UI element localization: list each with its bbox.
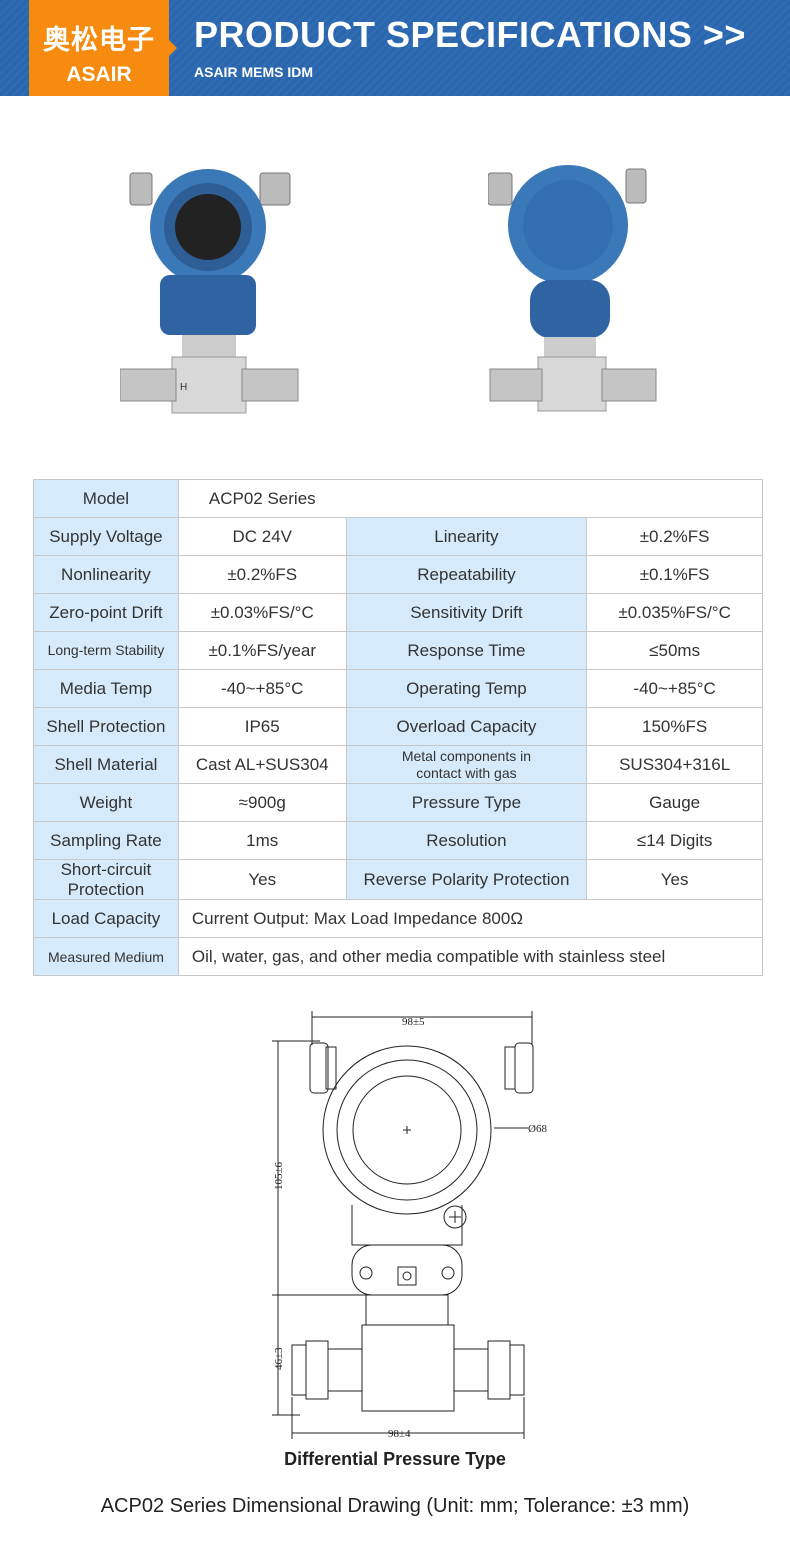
spec-value: IP65: [177, 707, 347, 746]
spec-label: Measured Medium: [33, 937, 179, 977]
spec-value: ±0.03%FS/°C: [177, 593, 347, 632]
dim-width-bottom: 98±4: [388, 1428, 411, 1440]
spec-label: Repeatability: [345, 555, 588, 594]
spec-value: Gauge: [586, 783, 763, 822]
spec-label: Reverse Polarity Protection: [345, 858, 588, 901]
spec-label: Shell Material: [33, 745, 179, 784]
product-photo-front: H: [120, 169, 299, 414]
spec-label: Nonlinearity: [33, 555, 179, 594]
spec-label: Sampling Rate: [33, 821, 179, 860]
spec-label: Shell Protection: [33, 707, 179, 746]
spec-label: Supply Voltage: [33, 517, 179, 556]
spec-value: DC 24V: [177, 517, 347, 556]
spec-value: Cast AL+SUS304: [177, 745, 347, 784]
spec-value: -40~+85°C: [177, 669, 347, 708]
spec-label: Load Capacity: [33, 899, 179, 939]
spec-value: ±0.2%FS: [586, 517, 763, 556]
spec-label: Zero-point Drift: [33, 593, 179, 632]
brand-en: ASAIR: [66, 63, 132, 86]
spec-value: Current Output: Max Load Impedance 800Ω: [177, 899, 764, 939]
brand-logo: 奥松电子 ASAIR: [29, 0, 177, 96]
drawing-caption: ACP02 Series Dimensional Drawing (Unit: …: [100, 1495, 690, 1517]
product-photo-back: [488, 165, 657, 412]
spec-label: Metal components in contact with gas: [345, 745, 588, 784]
table-row: Measured Medium Oil, water, gas, and oth…: [33, 937, 764, 977]
spec-label: Long-term Stability: [33, 631, 179, 670]
spec-label: Linearity: [345, 517, 588, 556]
spec-value: ≤50ms: [586, 631, 763, 670]
spec-value: ±0.1%FS/year: [177, 631, 347, 670]
spec-value: ±0.035%FS/°C: [586, 593, 763, 632]
spec-value: Yes: [586, 858, 763, 901]
brand-cn: 奥松电子: [43, 25, 155, 55]
spec-label: Model: [33, 479, 179, 518]
dim-width-top: 98±5: [402, 1016, 425, 1028]
side-marker-h: H: [180, 382, 187, 393]
spec-value: Oil, water, gas, and other media compati…: [177, 937, 764, 977]
spec-label: Weight: [33, 783, 179, 822]
spec-value: 1ms: [177, 821, 347, 860]
spec-value: -40~+85°C: [586, 669, 763, 708]
spec-value: 150%FS: [586, 707, 763, 746]
spec-value: ±0.2%FS: [177, 555, 347, 594]
spec-label: Sensitivity Drift: [345, 593, 588, 632]
dim-height-bottom: 46±3: [273, 1347, 285, 1370]
spec-value: ≤14 Digits: [586, 821, 763, 860]
spec-label: Overload Capacity: [345, 707, 588, 746]
header-banner: 奥松电子 ASAIR PRODUCT SPECIFICATIONS >> ASA…: [0, 0, 790, 96]
spec-label: Media Temp: [33, 669, 179, 708]
spec-value: Yes: [177, 858, 347, 901]
dim-diameter: Ø68: [528, 1123, 547, 1135]
spec-label: Resolution: [345, 821, 588, 860]
drawing-type-caption: Differential Pressure Type: [284, 1449, 506, 1469]
page-subtitle: ASAIR MEMS IDM: [194, 64, 313, 80]
spec-label: Response Time: [345, 631, 588, 670]
table-row: Model ACP02 Series: [33, 479, 764, 518]
dim-height-top: 105±6: [273, 1161, 285, 1190]
spec-value: SUS304+316L: [586, 745, 763, 784]
page-title: PRODUCT SPECIFICATIONS >>: [194, 14, 746, 55]
dimensional-drawing: 98±5 Ø68 105±6 46±3 98±4: [272, 1011, 547, 1440]
spec-value: ±0.1%FS: [586, 555, 763, 594]
spec-value: ACP02 Series: [177, 479, 764, 518]
spec-label: Pressure Type: [345, 783, 588, 822]
table-row: Load Capacity Current Output: Max Load I…: [33, 899, 764, 939]
spec-label: Operating Temp: [345, 669, 588, 708]
spec-value: ≈900g: [177, 783, 347, 822]
spec-label: Short-circuit Protection: [33, 858, 179, 901]
